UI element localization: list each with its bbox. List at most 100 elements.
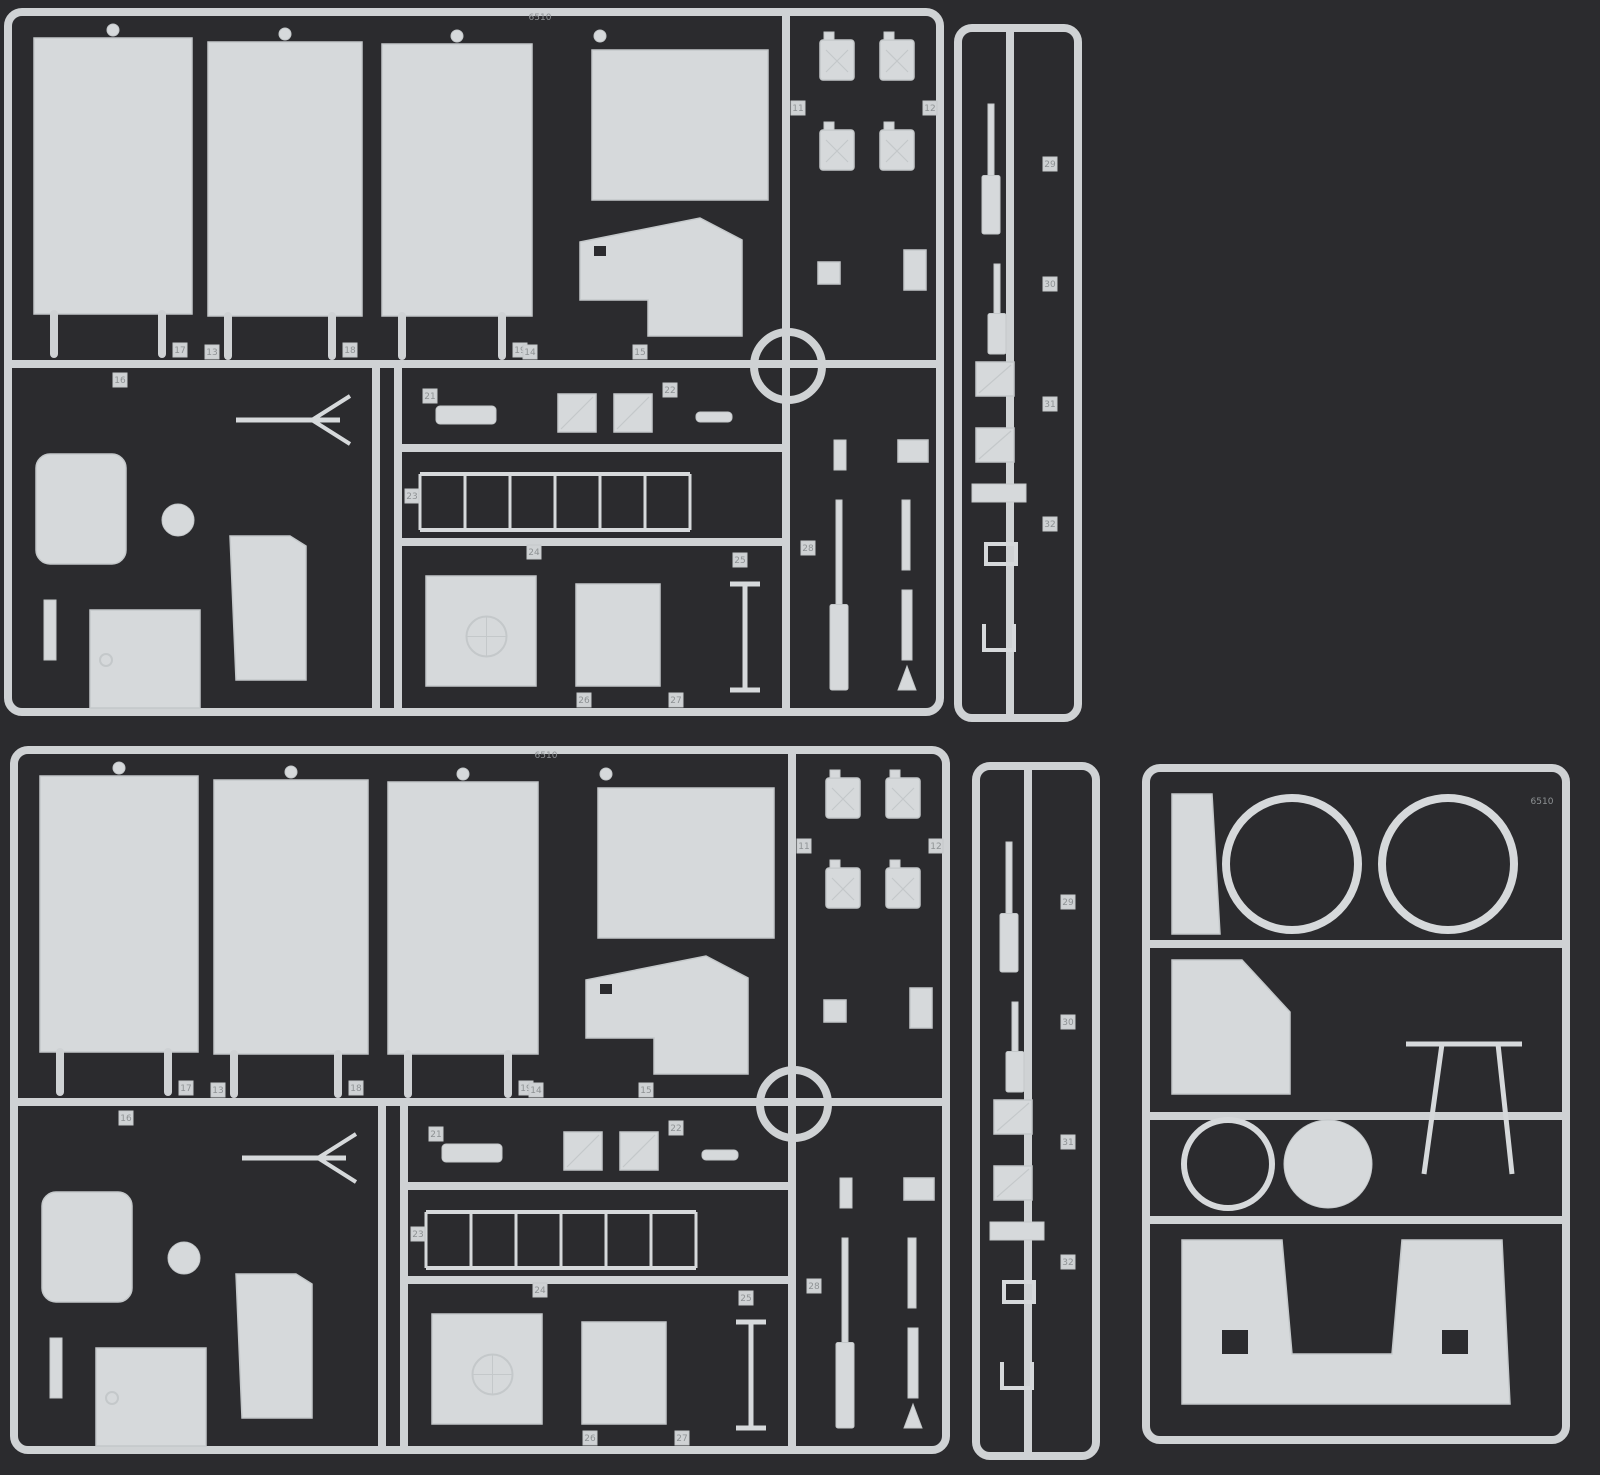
- armor-plate-part: [575, 583, 661, 687]
- part-number-tag: 17: [180, 1084, 191, 1094]
- jerrycan-handle: [823, 31, 835, 41]
- panel-top-knob: [284, 765, 298, 779]
- part-number-tag-box: [410, 1226, 426, 1242]
- jerrycan-handle: [889, 859, 901, 869]
- part-number-tag: 25: [734, 556, 745, 566]
- part-number-tag-box: [1060, 1254, 1076, 1270]
- part-number-tag: 16: [120, 1114, 132, 1124]
- part-number-tag-box: [1060, 1014, 1076, 1030]
- jerrycan-3: [819, 129, 855, 171]
- bracket-upright: [49, 1337, 63, 1399]
- wheel-disc-part: [1283, 1119, 1373, 1209]
- rod-part-2: [901, 589, 913, 661]
- part-number-tag: 26: [584, 1434, 596, 1444]
- part-number-tag-box: [674, 1430, 690, 1446]
- spike-part: [903, 1402, 923, 1429]
- part-number-tag: 27: [670, 696, 681, 706]
- side-panel-3: [381, 43, 533, 317]
- gun-receiver: [981, 175, 1001, 235]
- tripod-legs: [316, 1132, 358, 1184]
- ammo-belt-part: [971, 483, 1027, 503]
- crank-part: [730, 581, 760, 693]
- part-number-tag: 26: [578, 696, 590, 706]
- jerrycan-emboss: [825, 139, 849, 163]
- jerrycan-handle: [883, 121, 895, 131]
- part-number-tag-box: [1042, 276, 1058, 292]
- u-bracket-part: [1000, 1362, 1034, 1390]
- right-sprue-frame: [1142, 764, 1570, 1444]
- box-diagonal: [996, 1168, 1030, 1198]
- box-diagonal: [560, 396, 594, 430]
- box-diagonal: [978, 364, 1012, 394]
- part-number-tag-box: [178, 1080, 194, 1096]
- part-number-tag: 28: [802, 544, 814, 554]
- part-number-tag-box: [532, 1282, 548, 1298]
- box-diagonal: [978, 430, 1012, 460]
- jerrycan-handle: [883, 31, 895, 41]
- sprue-code-label: 6510: [1531, 797, 1554, 807]
- part-number-tag: 11: [798, 842, 809, 852]
- jerrycan-1: [819, 39, 855, 81]
- cab-side-panel: [579, 217, 743, 337]
- sprue-code-label: 6510: [535, 751, 558, 761]
- box-diagonal: [622, 1134, 656, 1168]
- part-number-tag-box: [522, 344, 538, 360]
- stowage-pack: [35, 453, 127, 565]
- part-number-tag: 14: [524, 348, 536, 358]
- hull-cutout-left: [1222, 1330, 1248, 1354]
- armor-plate-part: [581, 1321, 667, 1425]
- part-number-tag-box: [112, 372, 128, 388]
- handle-part: [701, 1149, 739, 1161]
- sprue-bottom-right: 6510: [1142, 764, 1570, 1444]
- side-panel-1: [33, 37, 193, 315]
- jerrycan-handle: [829, 769, 841, 779]
- jerrycan-1: [825, 777, 861, 819]
- jerrycan-4: [885, 867, 921, 909]
- part-number-tag-box: [668, 1120, 684, 1136]
- sprue-code-label: 6510: [529, 13, 552, 23]
- part-number-tag: 13: [212, 1086, 223, 1096]
- narrow-sprue-frame: [972, 762, 1100, 1460]
- hatch-panel: [425, 575, 537, 687]
- hatch-panel: [431, 1313, 543, 1425]
- part-number-tag: 19: [520, 1084, 532, 1094]
- jerrycan-4: [879, 129, 915, 171]
- main-sprue-outer-frame: [4, 8, 944, 716]
- panel-top-knob: [450, 29, 464, 43]
- part-number-tag: 13: [206, 348, 217, 358]
- side-panel-1: [39, 775, 199, 1053]
- part-number-tag-box: [1042, 516, 1058, 532]
- part-number-tag-box: [118, 1110, 134, 1126]
- turret-ring-2: [1378, 794, 1518, 934]
- jerrycan-handle: [889, 769, 901, 779]
- searchlight-part: [161, 503, 195, 537]
- jerrycan-emboss: [885, 49, 909, 73]
- handle-part: [695, 411, 733, 423]
- jerrycan-emboss: [891, 877, 915, 901]
- part-number-tag-box: [204, 344, 220, 360]
- part-number-tag: 23: [406, 492, 417, 502]
- part-number-tag: 11: [792, 104, 803, 114]
- jerrycan-emboss: [825, 49, 849, 73]
- part-number-tag: 32: [1044, 520, 1055, 530]
- narrow-sprue-frame: [954, 24, 1082, 722]
- turret-ring-1: [1222, 794, 1362, 934]
- jerrycan-2: [885, 777, 921, 819]
- panel-top-knob: [106, 23, 120, 37]
- part-number-tag-box: [922, 100, 938, 116]
- jerrycan-2: [879, 39, 915, 81]
- fender-part: [1171, 793, 1221, 935]
- part-number-tag: 17: [174, 346, 185, 356]
- part-number-tag-box: [1042, 156, 1058, 172]
- part-number-tag-box: [732, 552, 748, 568]
- runner-hub-ring: [756, 1066, 832, 1142]
- side-panel-3: [387, 781, 539, 1055]
- spike-part: [897, 664, 917, 691]
- part-number-tag-box: [428, 1126, 444, 1142]
- rod-part: [901, 499, 911, 571]
